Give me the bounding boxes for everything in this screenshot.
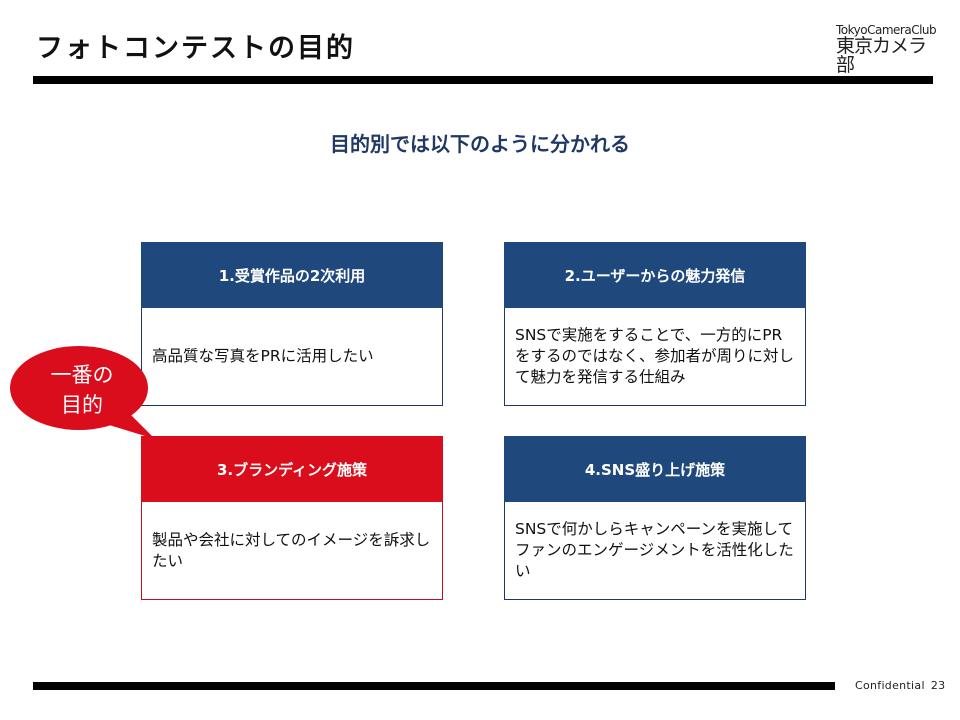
page-number: 23 bbox=[930, 679, 946, 692]
footer: Confidential 23 bbox=[855, 679, 951, 692]
callout-speech-bubble: 一番の 目的 bbox=[9, 345, 155, 441]
purpose-card-4: 4.SNS盛り上げ施策 SNSで何かしらキャンペーンを実施してファンのエンゲージ… bbox=[504, 436, 806, 600]
purpose-card-2: 2.ユーザーからの魅力発信 SNSで実施をすることで、一方的にPRをするのではな… bbox=[504, 242, 806, 406]
card-heading: 3.ブランディング施策 bbox=[141, 436, 443, 502]
footer-divider bbox=[33, 682, 835, 690]
slide-subtitle: 目的別では以下のように分かれる bbox=[330, 132, 630, 156]
card-body: SNSで実施をすることで、一方的にPRをするのではなく、参加者が周りに対して魅力… bbox=[504, 308, 806, 406]
logo-english: TokyoCameraClub bbox=[836, 23, 937, 37]
purpose-card-1: 1.受賞作品の2次利用 高品質な写真をPRに活用したい bbox=[141, 242, 443, 406]
card-heading: 4.SNS盛り上げ施策 bbox=[504, 436, 806, 502]
speech-bubble-icon bbox=[10, 346, 155, 439]
page-title: フォトコンテストの目的 bbox=[36, 33, 355, 64]
card-heading: 2.ユーザーからの魅力発信 bbox=[504, 242, 806, 308]
card-body: SNSで何かしらキャンペーンを実施してファンのエンゲージメントを活性化したい bbox=[504, 502, 806, 600]
confidential-label: Confidential bbox=[855, 679, 925, 692]
callout-line-1: 一番の bbox=[50, 363, 114, 387]
company-logo: TokyoCameraClub 東京カメラ部 bbox=[836, 23, 937, 76]
logo-japanese: 東京カメラ部 bbox=[836, 35, 927, 76]
card-body: 製品や会社に対してのイメージを訴求したい bbox=[141, 502, 443, 600]
card-heading: 1.受賞作品の2次利用 bbox=[141, 242, 443, 308]
purpose-card-3: 3.ブランディング施策 製品や会社に対してのイメージを訴求したい bbox=[141, 436, 443, 600]
callout-line-2: 目的 bbox=[61, 393, 103, 417]
header-divider bbox=[33, 76, 933, 84]
card-body: 高品質な写真をPRに活用したい bbox=[141, 308, 443, 406]
